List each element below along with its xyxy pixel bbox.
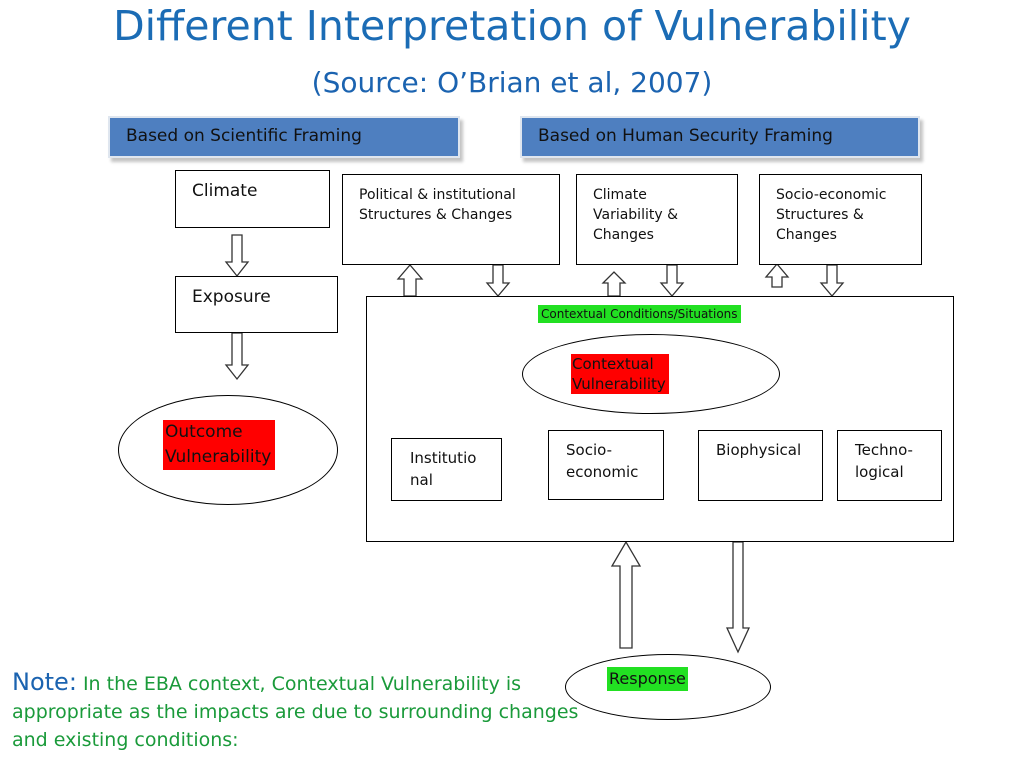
technological-box: Techno- logical (837, 430, 942, 501)
institutional-box: Institutio nal (391, 438, 502, 501)
climate-box: Climate (175, 170, 330, 228)
note-lead: Note: (12, 668, 77, 696)
response-label: Response (607, 667, 688, 691)
socio-economic-box: Socio- economic (548, 430, 664, 500)
arrow-climate-to-exposure (224, 234, 250, 278)
socio-economic-structures-box: Socio-economic Structures & Changes (759, 174, 922, 265)
arrow-down-climate-variability (659, 264, 685, 298)
arrow-up-socio-economic-structures (764, 262, 790, 288)
note-text: Note: In the EBA context, Contextual Vul… (12, 668, 602, 754)
exposure-box: Exposure (175, 276, 338, 333)
political-institutional-box: Political & institutional Structures & C… (342, 174, 560, 265)
arrow-down-socio-economic-structures (819, 264, 845, 298)
arrow-down-response (725, 541, 751, 654)
arrow-up-political (396, 264, 424, 297)
scientific-framing-banner: Based on Scientific Framing (108, 116, 460, 158)
biophysical-box: Biophysical (698, 430, 823, 501)
exposure-label: Exposure (192, 287, 271, 307)
page-title: Different Interpretation of Vulnerabilit… (113, 2, 911, 50)
climate-label: Climate (192, 181, 258, 201)
climate-variability-box: Climate Variability & Changes (576, 174, 738, 265)
page-subtitle: (Source: O’Brian et al, 2007) (311, 66, 713, 99)
contextual-conditions-container (366, 296, 954, 542)
note-body: In the EBA context, Contextual Vulnerabi… (12, 673, 579, 751)
arrow-up-response (610, 540, 642, 649)
arrow-up-climate-variability (601, 271, 627, 297)
arrow-exposure-to-outcome (224, 332, 250, 381)
contextual-vulnerability-label: Contextual Vulnerability (571, 354, 669, 394)
human-security-framing-banner: Based on Human Security Framing (520, 116, 920, 158)
arrow-down-political (485, 264, 511, 298)
outcome-vulnerability-label: Outcome Vulnerability (163, 420, 276, 470)
contextual-conditions-label: Contextual Conditions/Situations (538, 305, 741, 323)
